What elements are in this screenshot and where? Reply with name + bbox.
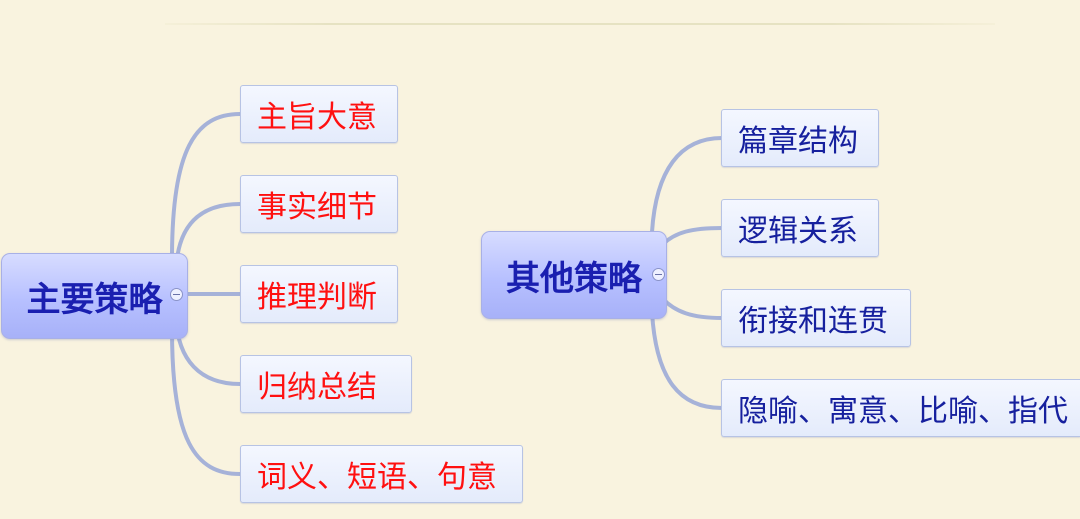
root-label-main-strategy: 主要策略 [26,279,163,320]
branch-label: 主旨大意 [257,100,377,135]
branch-label: 逻辑关系 [738,214,858,249]
connector-other-1 [650,136,724,234]
minus-icon [655,273,662,276]
connector-main-1 [170,112,242,260]
branch-label: 归纳总结 [257,370,377,405]
branch-metaphor-reference[interactable]: 隐喻、寓意、比喻、指代 [721,379,1080,437]
branch-label: 词义、短语、句意 [257,460,497,495]
branch-summary[interactable]: 归纳总结 [240,355,412,413]
branch-label: 推理判断 [257,280,377,315]
minus-icon [173,293,180,296]
branch-label: 事实细节 [257,190,377,225]
connector-other-3 [660,296,724,320]
branch-cohesion-coherence[interactable]: 衔接和连贯 [721,289,911,347]
root-label-other-strategy: 其他策略 [506,258,642,299]
collapse-toggle-other[interactable] [652,268,665,281]
root-node-other-strategy[interactable]: 其他策略 [481,231,667,319]
branch-label: 衔接和连贯 [738,304,888,339]
branch-label: 隐喻、寓意、比喻、指代 [738,394,1068,429]
root-node-main-strategy[interactable]: 主要策略 [1,253,188,339]
connector-main-5 [170,328,242,476]
connector-other-4 [650,310,724,410]
branch-inference[interactable]: 推理判断 [240,265,398,323]
branch-word-phrase-sentence[interactable]: 词义、短语、句意 [240,445,523,503]
top-divider [165,23,995,25]
branch-label: 篇章结构 [738,124,858,159]
branch-logical-relation[interactable]: 逻辑关系 [721,199,879,257]
branch-main-topic[interactable]: 主旨大意 [240,85,398,143]
collapse-toggle-main[interactable] [170,288,183,301]
branch-text-structure[interactable]: 篇章结构 [721,109,879,167]
branch-facts-details[interactable]: 事实细节 [240,175,398,233]
connector-other-2 [660,226,724,247]
